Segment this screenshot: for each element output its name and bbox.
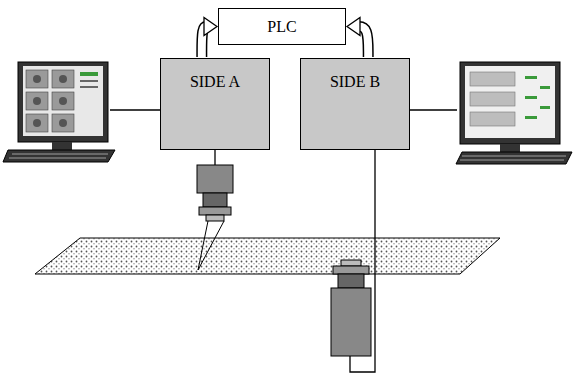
station-box: SIDE A [160, 58, 270, 150]
node-label: SIDE B [301, 73, 409, 91]
arrow-head [204, 18, 217, 36]
hollow-arrow [202, 18, 217, 58]
station-box: SIDE B [300, 58, 410, 150]
plc-box: PLC [218, 8, 346, 45]
monitor-cable [410, 109, 457, 110]
top-camera [197, 150, 233, 270]
node-label: PLC [219, 18, 345, 36]
web-strip [35, 238, 500, 274]
hollow-arrow [347, 18, 368, 58]
monitor-cable [110, 109, 161, 110]
right-computer [456, 62, 572, 164]
node-label: SIDE A [161, 73, 269, 91]
bottom-camera [331, 150, 375, 372]
arrow-head [347, 18, 360, 36]
left-computer [3, 62, 115, 162]
